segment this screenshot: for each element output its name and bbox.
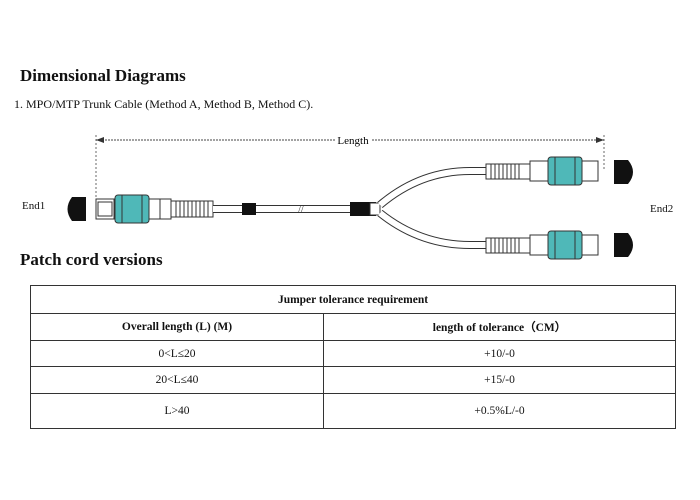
tolerance-table: Jumper tolerance requirement Overall len… [30,285,676,429]
table-title: Jumper tolerance requirement [30,285,676,314]
end2-upper-dust-cap [614,160,633,184]
length-range-cell: L>40 [30,393,324,429]
table-row: 0<L≤20 +10/-0 [30,340,676,367]
end1-connector [95,194,172,224]
table-row: 20<L≤40 +15/-0 [30,366,676,394]
end2-lower-dust-cap [614,233,633,257]
end2-lower-connector [485,230,599,260]
end2-upper-connector [485,156,599,186]
diagram-caption: 1. MPO/MTP Trunk Cable (Method A, Method… [14,97,314,111]
page-title: Dimensional Diagrams [20,66,186,85]
section-title: Patch cord versions [20,250,163,269]
tolerance-cell: +10/-0 [323,340,676,367]
end1-boot [170,200,214,218]
svg-text://: // [298,205,304,216]
length-range-cell: 20<L≤40 [30,366,324,394]
end2-label: End2 [650,203,674,215]
table-row: L>40 +0.5%L/-0 [30,393,676,429]
column-header-tolerance: length of tolerance（CM） [323,313,676,341]
length-range-cell: 0<L≤20 [30,340,324,367]
tolerance-cell: +15/-0 [323,366,676,394]
end1-dust-cap [67,197,86,221]
tolerance-cell: +0.5%L/-0 [323,393,676,429]
column-header-length: Overall length (L) (M) [30,313,324,341]
length-label: Length [337,135,369,147]
end1-label: End1 [22,200,46,212]
trunk-cable-diagram: Length // [67,133,633,260]
